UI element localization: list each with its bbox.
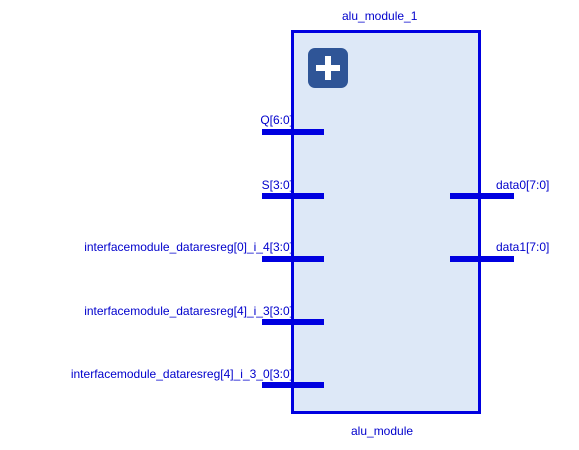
input-port-label: interfacemodule_dataresreg[0]_i_4[3:0] xyxy=(84,240,293,254)
output-port-label: data0[7:0] xyxy=(496,178,550,192)
input-pin[interactable] xyxy=(262,193,324,199)
input-port-label: Q[6:0] xyxy=(260,113,293,127)
output-port-label: data1[7:0] xyxy=(496,240,550,254)
input-pin[interactable] xyxy=(262,129,324,135)
instance-name-label: alu_module_1 xyxy=(342,9,418,23)
input-pin[interactable] xyxy=(262,382,324,388)
input-pin[interactable] xyxy=(262,319,324,325)
expand-button[interactable] xyxy=(308,48,348,88)
module-block[interactable] xyxy=(291,30,481,414)
input-port-label: interfacemodule_dataresreg[4]_i_3_0[3:0] xyxy=(70,367,293,381)
input-pin[interactable] xyxy=(262,256,324,262)
module-name-label: alu_module xyxy=(351,424,414,438)
input-port-label: S[3:0] xyxy=(261,178,293,192)
plus-icon xyxy=(316,56,340,80)
input-port-label: interfacemodule_dataresreg[4]_i_3[3:0] xyxy=(84,304,293,318)
output-pin[interactable] xyxy=(450,256,514,262)
output-pin[interactable] xyxy=(450,193,514,199)
